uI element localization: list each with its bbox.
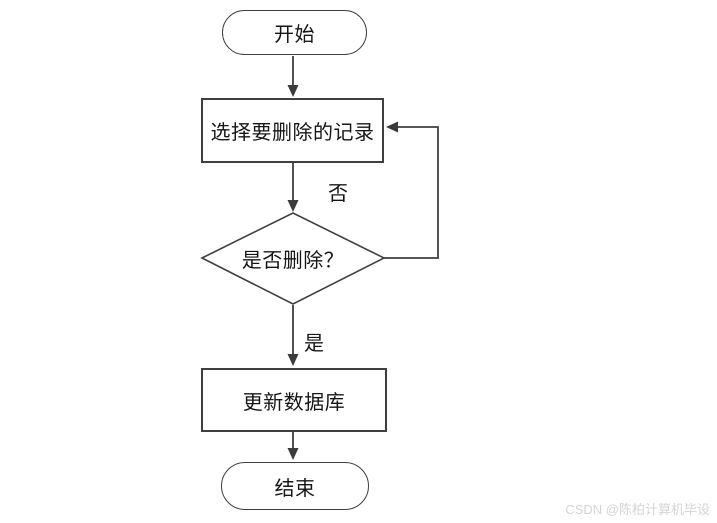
edge-label-no: 否: [328, 183, 348, 205]
end-node: 结束: [221, 462, 369, 510]
arrowhead-select-to-decision: [287, 200, 299, 212]
arrowhead-start-to-select: [287, 85, 299, 97]
start-node: 开始: [222, 10, 367, 55]
arrowhead-decision-no-loop: [386, 121, 398, 133]
end-node-label: 结束: [274, 477, 316, 500]
decision-diamond-shape: [200, 212, 386, 305]
update-database-node: 更新数据库: [201, 368, 387, 432]
select-record-node-label: 选择要删除的记录: [210, 122, 375, 144]
arrowhead-update-to-end: [287, 448, 299, 460]
edge-decision-no-loop: [384, 126, 439, 259]
update-database-node-label: 更新数据库: [242, 391, 346, 414]
arrowhead-decision-to-update: [287, 354, 299, 366]
edge-label-yes: 是: [304, 333, 324, 355]
select-record-node: 选择要删除的记录: [201, 98, 384, 163]
decision-node-label: 是否删除？: [241, 250, 345, 272]
decision-node: 是否删除？: [202, 213, 384, 304]
csdn-watermark: CSDN @陈柏计算机毕设: [565, 502, 710, 517]
start-node-label: 开始: [274, 24, 315, 46]
